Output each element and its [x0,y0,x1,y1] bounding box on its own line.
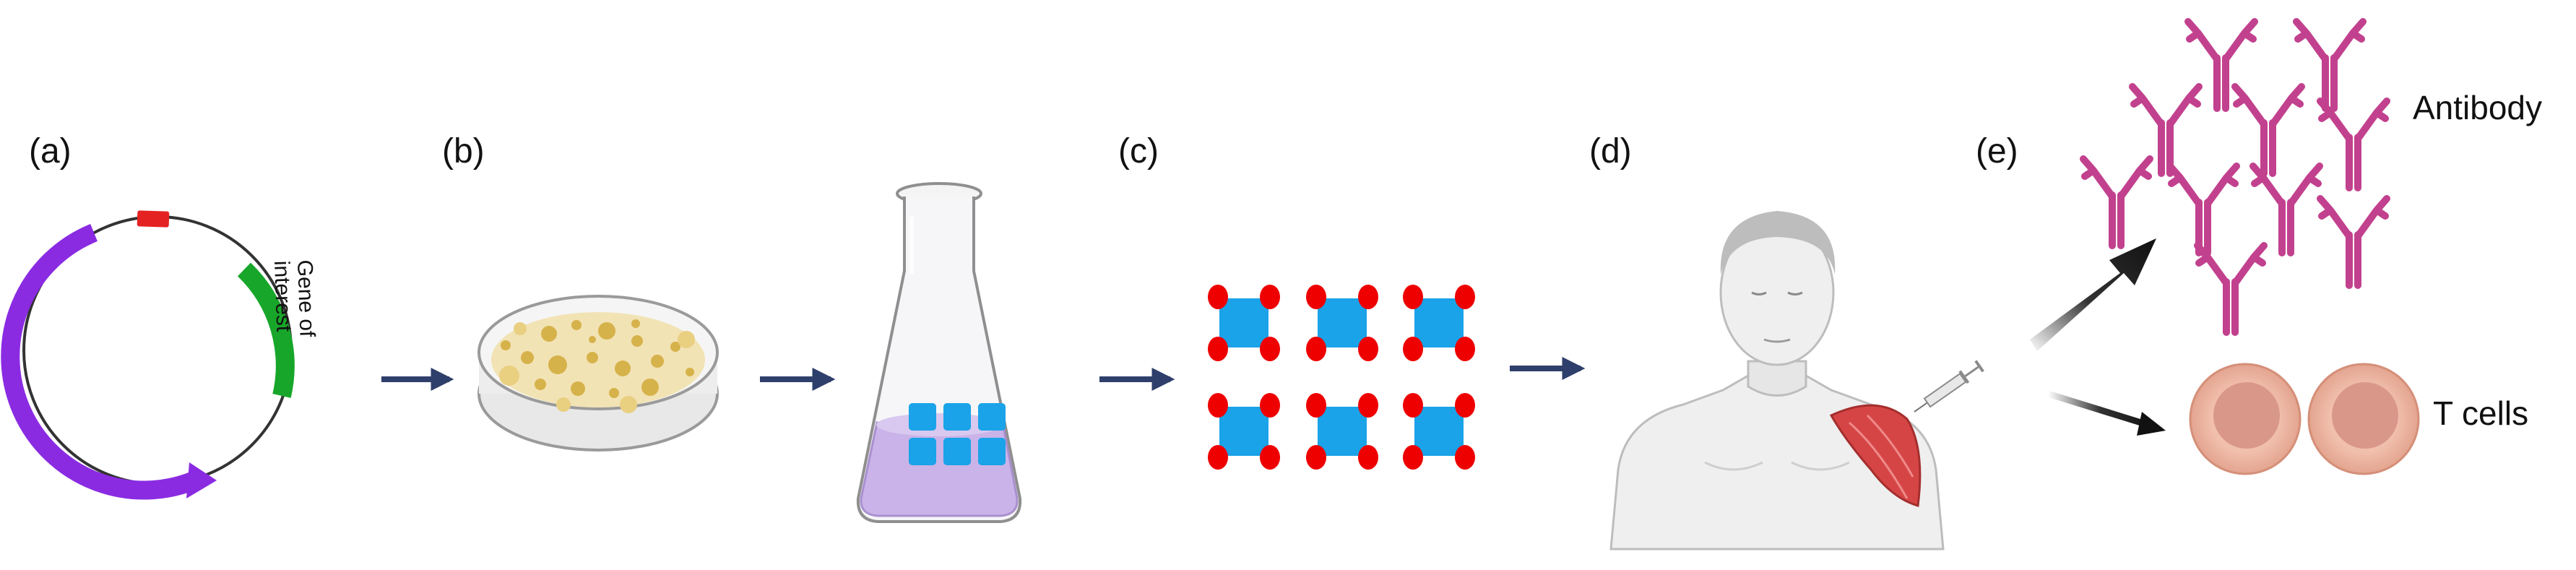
antibody-label: Antibody [2413,89,2542,126]
panel-label-c: (c) [1118,132,1159,170]
syringe [1914,360,1984,413]
panel-label-a: (a) [29,132,72,170]
panel-label-e: (e) [1976,132,2018,170]
gene-of-interest-segment [237,262,295,398]
panel-label-b: (b) [442,132,485,170]
arrow-to-tcells [2046,390,2154,430]
petri-dish [477,295,719,452]
gene-label-line1: Gene of [293,259,319,337]
panel-label-d: (d) [1589,132,1632,170]
gene-label-line2: interest [269,260,295,332]
deltoid-muscle [1829,404,1922,507]
vaccinated-person [1609,211,1984,550]
t-cells [2189,363,2420,475]
promoter-segment [137,210,170,228]
arrow-to-antibody [2030,238,2156,351]
antigen-grid [1208,285,1475,470]
plasmid-direction-arrowhead [186,462,217,498]
plasmid: Gene of interest [1,210,319,500]
culture-flask [856,182,1022,523]
process-arrows [381,357,1586,391]
protein-cubes [909,403,1006,465]
antibody-cluster [2083,22,2387,332]
tcells-label: T cells [2433,394,2528,432]
culture-medium [860,421,1019,517]
